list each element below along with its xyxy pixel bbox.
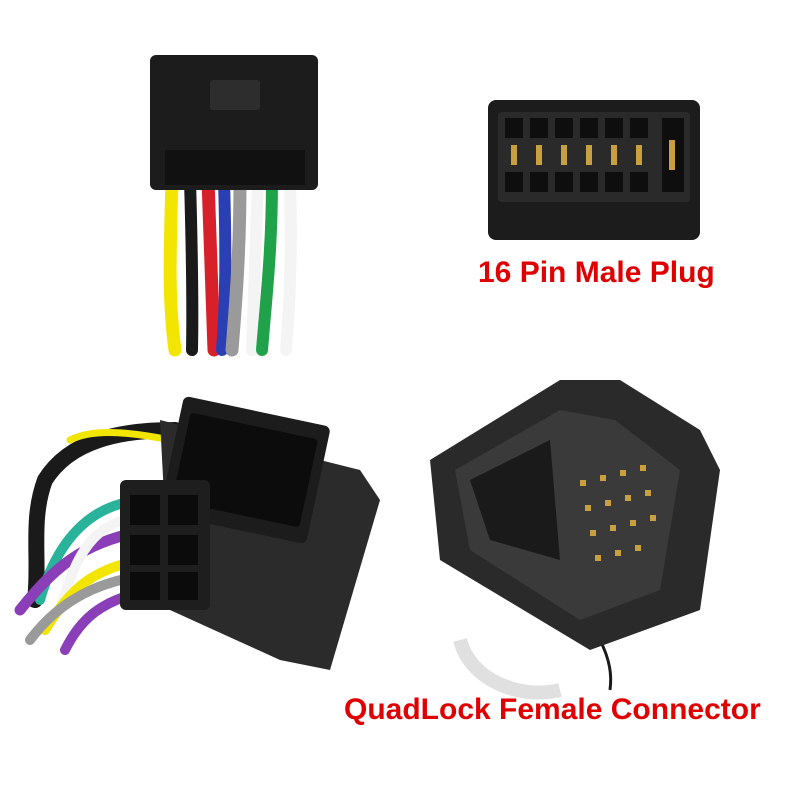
plug-latch: [210, 80, 260, 110]
male-plug-caption: 16 Pin Male Plug: [478, 256, 715, 289]
wire-bundle: [163, 173, 297, 357]
adapter-photo: [14, 396, 380, 670]
female-connector-caption: QuadLock Female Connector: [344, 693, 761, 726]
male-pins: [511, 140, 675, 170]
pin-grid: [505, 118, 684, 192]
harness-plug-photo: [150, 55, 318, 357]
male-plug-photo: [488, 100, 700, 240]
female-contacts: [580, 465, 656, 561]
female-connector-photo: [430, 380, 720, 700]
